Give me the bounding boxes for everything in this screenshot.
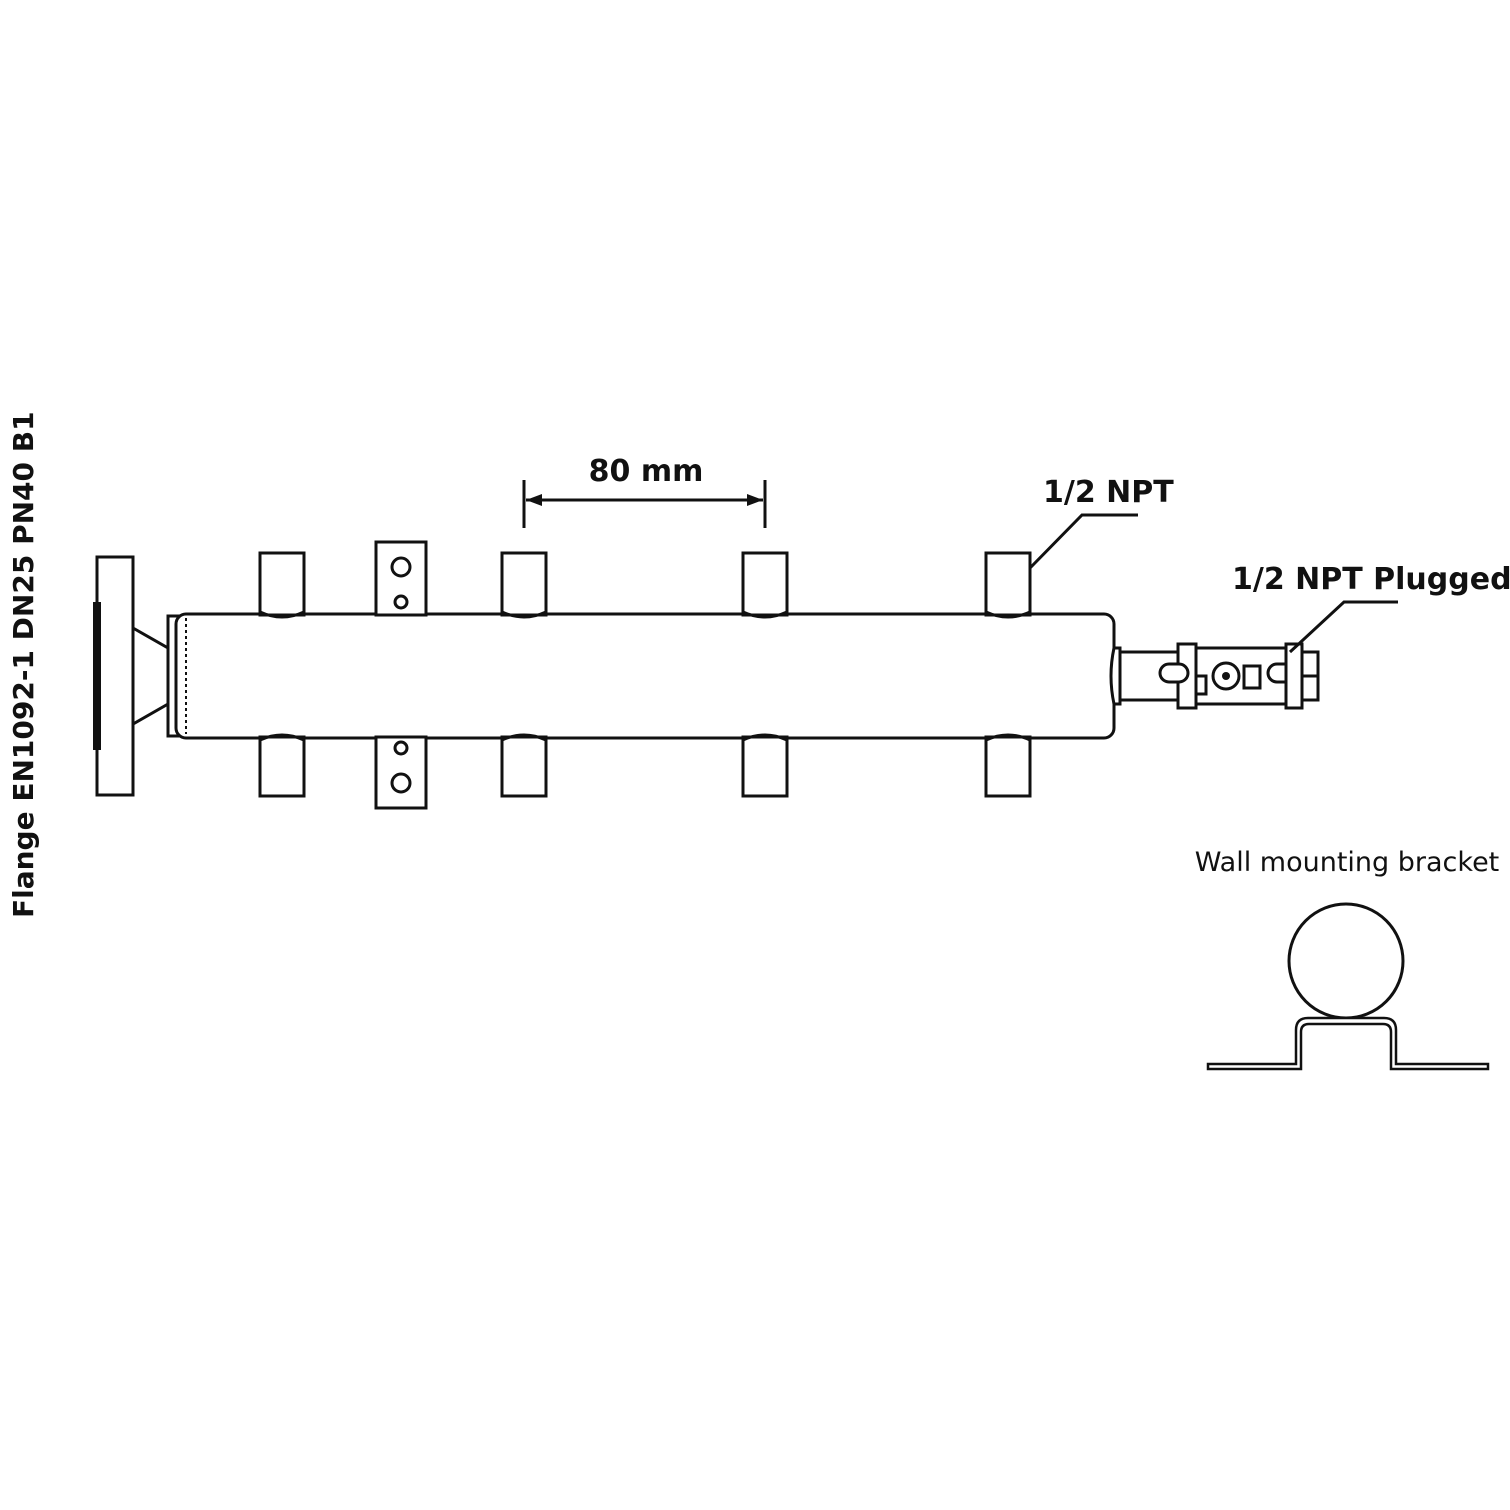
leader-npt: 1/2 NPT xyxy=(1028,475,1174,570)
plugged-label: 1/2 NPT Plugged xyxy=(1232,562,1510,597)
outlet-top-3 xyxy=(741,551,789,619)
flange xyxy=(93,555,184,797)
outlet-bottom-2 xyxy=(500,733,548,798)
outlet-bottom-3 xyxy=(741,733,789,798)
bracket-plate-bottom xyxy=(374,735,428,810)
outlets-bottom xyxy=(258,733,1032,798)
leader-plugged: 1/2 NPT Plugged xyxy=(1232,562,1510,654)
bracket-profile xyxy=(1206,1016,1490,1071)
outlet-top-4 xyxy=(984,551,1032,619)
outlet-top-2 xyxy=(500,551,548,619)
npt-label: 1/2 NPT xyxy=(1043,475,1174,510)
outlets-top xyxy=(258,551,1032,619)
bracket-label: Wall mounting bracket xyxy=(1195,847,1500,878)
outlet-bottom-1 xyxy=(258,733,306,798)
vent-valve xyxy=(1109,642,1320,710)
outlet-bottom-4 xyxy=(984,733,1032,798)
wall-bracket-detail: Wall mounting bracket xyxy=(1195,847,1500,1071)
bracket-plate-top xyxy=(374,540,428,617)
outlet-top-1 xyxy=(258,551,306,619)
header-body xyxy=(174,612,1116,740)
dimension-label: 80 mm xyxy=(589,454,704,489)
dimension-80mm: 80 mm xyxy=(522,454,767,528)
flange-label: Flange EN1092-1 DN25 PN40 B1 xyxy=(7,411,40,918)
pipe-circle xyxy=(1287,902,1405,1020)
